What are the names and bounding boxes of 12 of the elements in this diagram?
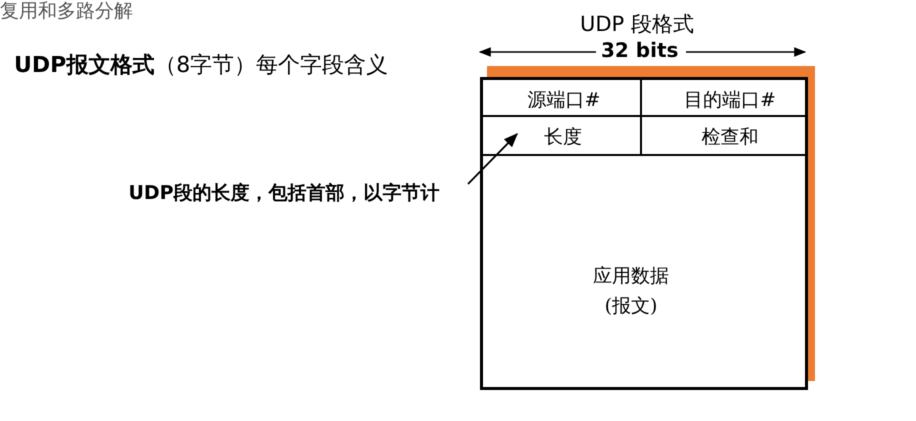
- segment-format-heading: UDP 段格式: [580, 11, 694, 38]
- data-label: 应用数据(报文): [581, 261, 681, 323]
- field-label: 检查和: [685, 124, 775, 150]
- field-label: 长度: [520, 124, 606, 150]
- width-label: 32 bits: [601, 38, 678, 62]
- segment-box: [480, 77, 808, 390]
- arrow: [467, 132, 518, 185]
- field-label: 目的端口#: [667, 87, 793, 113]
- annotation-text: UDP段的长度，包括首部，以字节计: [100, 180, 468, 208]
- heading-text: 复用和多路分解: [0, 0, 133, 24]
- title: UDP报文格式（8字节）每个字段含义: [14, 52, 388, 80]
- field-label: 源端口#: [518, 87, 610, 113]
